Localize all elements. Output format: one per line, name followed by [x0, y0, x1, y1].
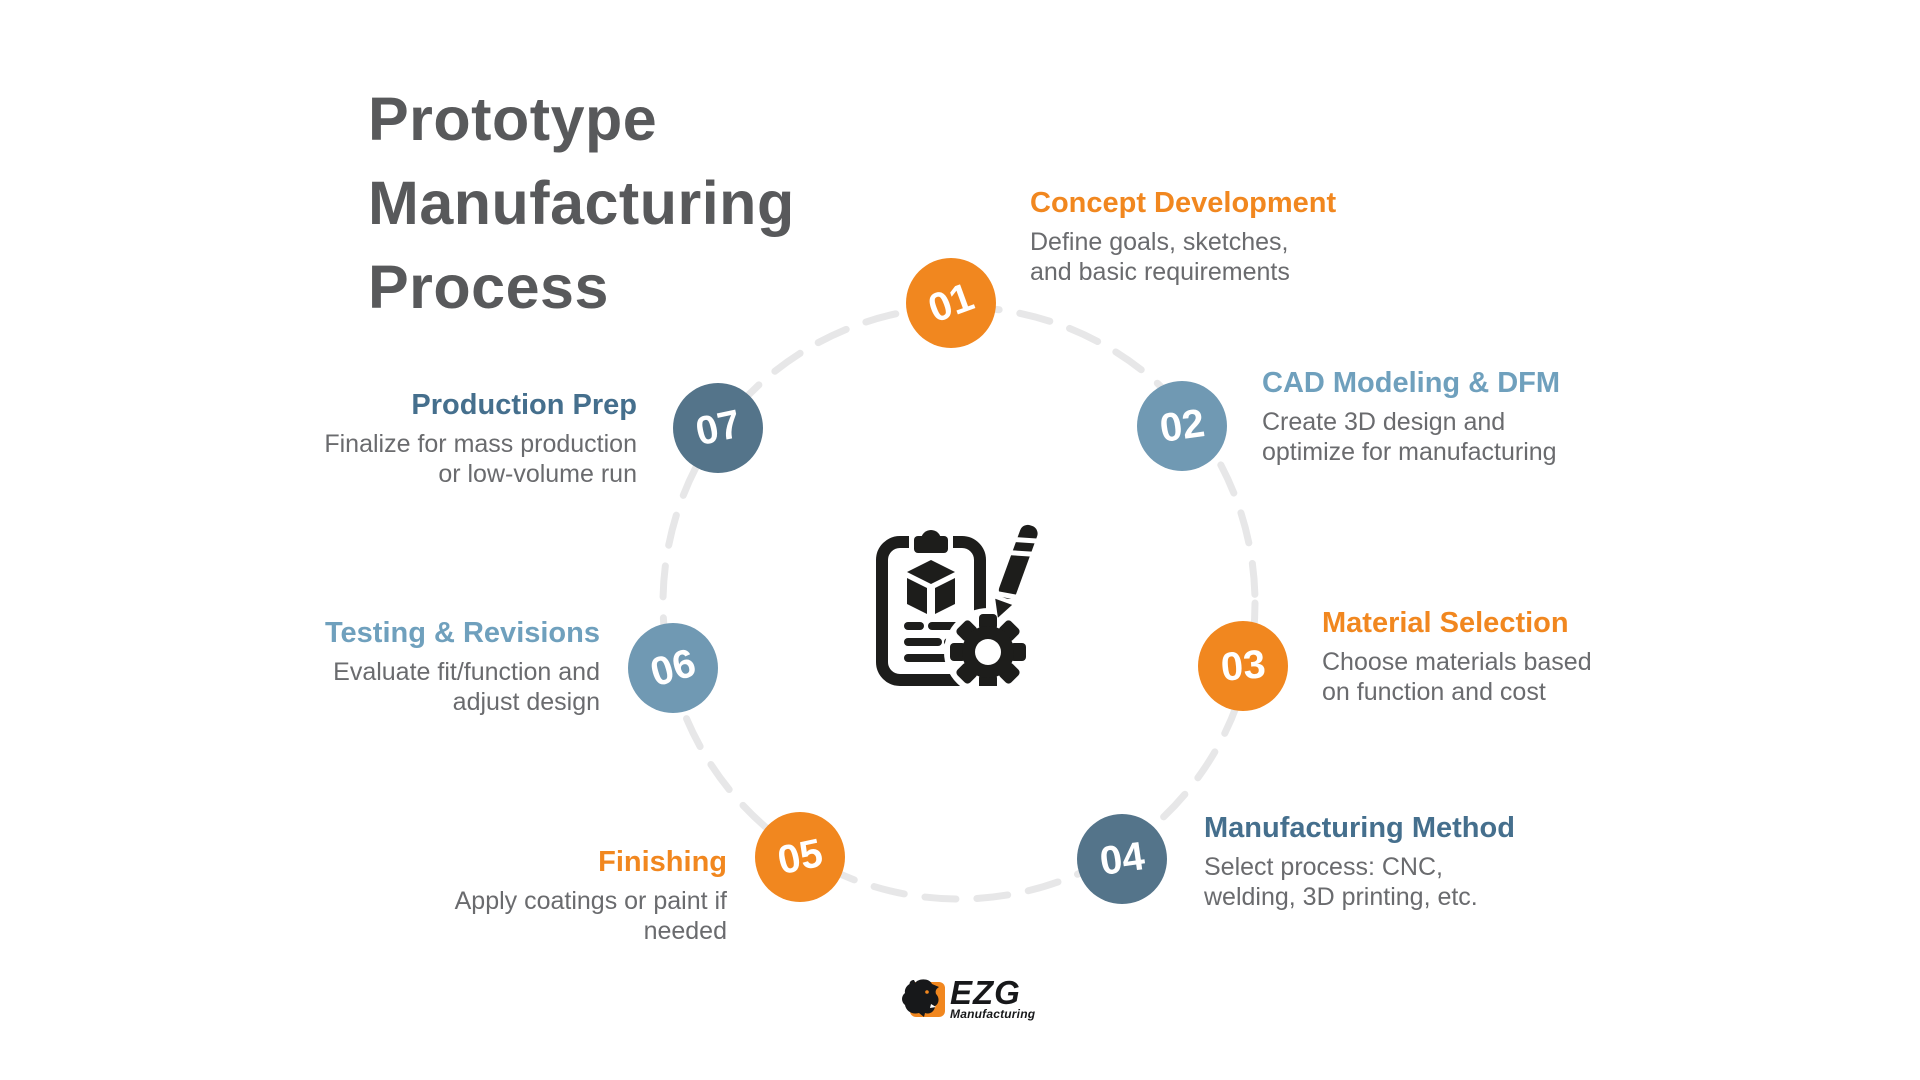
step-06-desc-line: Evaluate fit/function and — [333, 658, 600, 686]
step-07-description: Finalize for mass production or low-volu… — [324, 429, 637, 489]
page-title: Prototype Manufacturing Process — [368, 77, 795, 329]
step-01-number: 01 — [922, 274, 980, 331]
step-03-description: Choose materials based on function and c… — [1322, 647, 1592, 707]
step-01-title: Concept Development — [1030, 187, 1337, 219]
step-04-description: Select process: CNC, welding, 3D printin… — [1204, 852, 1515, 912]
step-05-desc-line: needed — [643, 917, 727, 945]
step-04-badge: 04 — [1077, 814, 1167, 904]
step-07-title: Production Prep — [411, 389, 637, 421]
ezg-logo: EZG Manufacturing — [901, 974, 1036, 1021]
step-07-number: 07 — [691, 401, 745, 454]
ezg-bull-icon — [902, 979, 945, 1017]
step-02-desc-line: optimize for manufacturing — [1262, 438, 1557, 466]
step-04-number: 04 — [1096, 833, 1148, 884]
step-04-desc-line: welding, 3D printing, etc. — [1204, 883, 1478, 911]
step-04-desc-line: Select process: CNC, — [1204, 853, 1443, 881]
clipboard-icon — [876, 524, 1039, 686]
step-06-number: 06 — [645, 640, 701, 695]
step-05-badge: 05 — [755, 812, 845, 902]
gear-glyph — [950, 614, 1026, 686]
step-07-desc-line: or low-volume run — [438, 460, 637, 488]
page-title-line-3: Process — [368, 253, 609, 321]
step-06-badge: 06 — [628, 623, 718, 713]
pencil-glyph — [993, 524, 1039, 618]
step-06-desc-line: adjust design — [452, 688, 600, 716]
step-02-text: CAD Modeling & DFM Create 3D design and … — [1262, 366, 1560, 467]
step-01-badge: 01 — [906, 258, 996, 348]
step-02-desc-line: Create 3D design and — [1262, 408, 1506, 436]
step-07-desc-line: Finalize for mass production — [324, 430, 637, 458]
step-07-text: Production Prep Finalize for mass produc… — [324, 388, 637, 489]
cube-glyph — [907, 560, 955, 614]
step-01-text: Concept Development Define goals, sketch… — [1030, 186, 1336, 287]
ezg-logo-text: EZG Manufacturing — [950, 974, 1036, 1021]
step-02-badge: 02 — [1137, 381, 1227, 471]
clipboard-cube-pencil-gear-icon — [876, 524, 1039, 686]
step-05-description: Apply coatings or paint if needed — [455, 886, 727, 946]
step-05-text: Finishing Apply coatings or paint if nee… — [455, 845, 727, 946]
step-02-title: CAD Modeling & DFM — [1262, 367, 1561, 399]
step-03-text: Material Selection Choose materials base… — [1322, 606, 1592, 707]
step-03-number: 03 — [1218, 641, 1268, 690]
step-01-desc-line: Define goals, sketches, — [1030, 228, 1289, 256]
step-03-badge: 03 — [1198, 621, 1288, 711]
step-04-title: Manufacturing Method — [1204, 812, 1515, 844]
step-03-title: Material Selection — [1322, 607, 1569, 639]
step-01-description: Define goals, sketches, and basic requir… — [1030, 227, 1336, 287]
step-06-text: Testing & Revisions Evaluate fit/functio… — [325, 616, 600, 717]
step-02-number: 02 — [1156, 400, 1208, 451]
dashed-ring-circle — [659, 303, 1259, 903]
page-title-line-1: Prototype — [368, 85, 658, 153]
step-05-title: Finishing — [598, 846, 727, 878]
ezg-logo-name: EZG — [950, 974, 1021, 1011]
step-05-desc-line: Apply coatings or paint if — [454, 887, 727, 915]
ezg-logo-subtext: Manufacturing — [950, 1007, 1036, 1021]
page-title-line-2: Manufacturing — [368, 169, 795, 237]
step-01-desc-line: and basic requirements — [1030, 258, 1290, 286]
step-06-description: Evaluate fit/function and adjust design — [325, 657, 600, 717]
step-06-title: Testing & Revisions — [324, 617, 600, 649]
step-04-text: Manufacturing Method Select process: CNC… — [1204, 811, 1515, 912]
step-07-badge: 07 — [673, 383, 763, 473]
step-03-desc-line: Choose materials based — [1322, 648, 1592, 676]
step-05-number: 05 — [773, 830, 827, 883]
step-03-desc-line: on function and cost — [1322, 678, 1546, 706]
step-02-description: Create 3D design and optimize for manufa… — [1262, 407, 1560, 467]
